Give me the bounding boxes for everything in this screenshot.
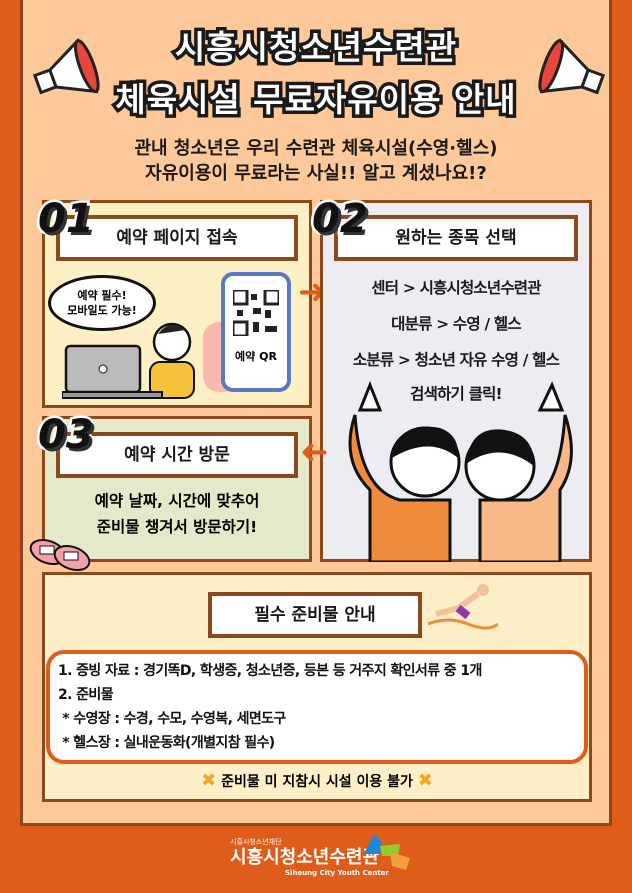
cheering-people-illustration — [348, 380, 573, 562]
ribbon-icon: ✖ — [201, 770, 217, 791]
step3-number: 03 — [36, 410, 97, 461]
step2-line-search: 검색하기 클릭! — [410, 385, 502, 403]
step2-number: 02 — [310, 194, 371, 245]
city-map-logo — [364, 834, 410, 870]
warning-row: ✖ 준비물 미 지참시 시설 이용 불가 ✖ — [46, 770, 588, 793]
requirement-proof: 1. 증빙 자료 : 경기똑D, 학생증, 청소년증, 등본 등 거주지 확인서… — [58, 663, 482, 679]
qr-code-icon — [231, 288, 281, 338]
megaphone-icon — [32, 38, 100, 95]
phone-frame: 예약 QR — [221, 272, 291, 392]
footer-logo-name: 시흥시청소년수련관 — [230, 847, 380, 868]
step3-label: 예약 시간 방문 — [56, 432, 298, 478]
requirement-pool: * 수영장 : 수경, 수모, 수영복, 세면도구 — [58, 711, 286, 727]
requirement-supplies: 2. 준비물 — [58, 687, 114, 703]
warning-text: 준비물 미 지참시 시설 이용 불가 — [221, 774, 413, 790]
speech-bubble: 예약 필수! 모바일도 가능! — [48, 275, 156, 331]
step2-line-category: 대분류 > 수영 / 헬스 — [391, 315, 521, 333]
slippers-icon — [29, 538, 91, 572]
person-laptop-illustration — [62, 322, 195, 399]
footer-logo-en: Siheung City Youth Center — [285, 869, 389, 877]
requirements-column: 1. 증빙 자료 : 경기똑D, 학생증, 청소년증, 등본 등 거주지 확인서… — [46, 650, 588, 793]
ribbon-icon: ✖ — [417, 770, 433, 791]
bubble-text-2: 모바일도 가능! — [67, 304, 137, 317]
arrow-left-icon: ➜ — [300, 432, 329, 472]
step1-label: 예약 페이지 접속 — [56, 215, 298, 261]
title-line-2: 체육시설 무료자유이용 안내 — [112, 77, 519, 123]
step1-number: 01 — [36, 194, 97, 245]
step2-line-subcategory: 소분류 > 청소년 자유 수영 / 헬스 — [352, 351, 560, 369]
footer-org: 시흥시청소년재단 — [230, 838, 282, 846]
swimmer-icon — [428, 584, 498, 630]
subtitle-line-2: 자유이용이 무료라는 사실!! 알고 계셨나요!? — [145, 163, 487, 184]
step2-line-center: 센터 > 시흥시청소년수련관 — [371, 279, 541, 297]
title-line-1: 시흥시청소년수련관 — [171, 25, 459, 71]
step3-line-2: 준비물 챙겨서 방문하기! — [96, 518, 258, 536]
bubble-text-1: 예약 필수! — [77, 289, 127, 302]
step2-label: 원하는 종목 선택 — [334, 215, 578, 261]
step3-line-1: 예약 날짜, 시간에 맞추어 — [94, 492, 260, 510]
requirement-gym: * 헬스장 : 실내운동화(개별지참 필수) — [58, 735, 275, 751]
requirements-list: 1. 증빙 자료 : 경기똑D, 학생증, 청소년증, 등본 등 거주지 확인서… — [46, 650, 588, 764]
requirements-title: 필수 준비물 안내 — [208, 592, 422, 638]
megaphone-icon — [538, 38, 606, 95]
subtitle-line-1: 관내 청소년은 우리 수련관 체육시설(수영·헬스) — [134, 138, 498, 159]
footer-logo: 시흥시청소년재단 시흥시청소년수련관 Siheung City Youth Ce… — [230, 838, 389, 878]
qr-label[interactable]: 예약 QR — [235, 350, 277, 363]
